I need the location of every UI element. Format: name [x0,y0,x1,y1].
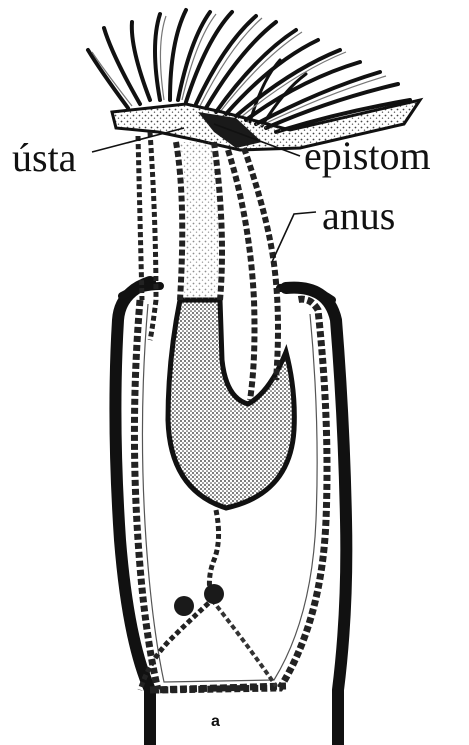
leader-line-anus [272,212,316,262]
gonad-right [204,584,224,604]
body-wall-cuticle [115,282,346,745]
figure-panel-letter: a [211,714,220,730]
label-epistome: epistom [304,136,431,176]
stomach [168,300,294,508]
oesophagus-fill [180,142,218,300]
gonad-left [174,596,194,616]
label-mouth: ústa [12,138,76,178]
mesentery-strand [212,600,276,686]
rectum [228,148,278,400]
label-anus: anus [322,196,395,236]
